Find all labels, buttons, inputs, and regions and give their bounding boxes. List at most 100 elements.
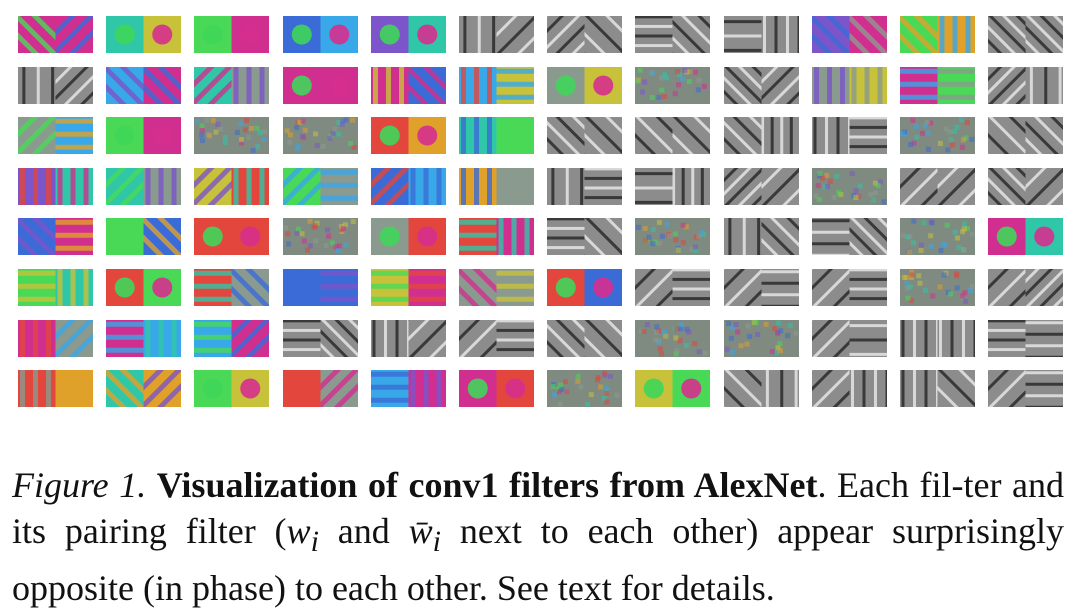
filter-pair-image	[106, 269, 182, 306]
filter-pair	[194, 269, 270, 306]
filter-pair	[282, 269, 358, 306]
filter-pair-image	[723, 167, 799, 205]
filter-pair-image	[282, 370, 358, 408]
filter-pair-image	[106, 319, 182, 357]
filter-pair-image	[106, 117, 182, 155]
filter-pair	[459, 218, 534, 256]
filter-pair	[106, 370, 182, 408]
filter-pair-image	[988, 218, 1064, 256]
filter-pair	[547, 167, 623, 205]
filter-pair	[370, 269, 446, 306]
filter-pair-image	[194, 218, 270, 256]
filter-pair	[18, 218, 93, 256]
filter-pair	[635, 218, 711, 256]
filter-pair	[988, 117, 1064, 155]
filter-pair	[459, 117, 534, 155]
filter-pair-image	[18, 319, 93, 357]
filter-pair-image	[988, 66, 1064, 104]
filter-pair-image	[370, 66, 446, 104]
filter-pair	[18, 370, 93, 408]
filter-pair	[635, 370, 711, 408]
filter-pair	[723, 66, 799, 104]
filter-pair	[282, 16, 358, 53]
filter-pair-image	[988, 117, 1064, 155]
filter-pair	[370, 319, 446, 357]
filter-pair-image	[547, 319, 623, 357]
filter-pair	[459, 319, 534, 357]
filter-pair	[723, 218, 799, 256]
filter-pair	[370, 66, 446, 104]
filter-pair	[18, 117, 93, 155]
filter-pair-image	[547, 66, 623, 104]
filter-pair-image	[723, 319, 799, 357]
filter-pair-image	[194, 319, 270, 357]
filter-pair-image	[459, 218, 534, 256]
caption-text-1: . Each fil-ter and its pairing filter (	[12, 465, 1065, 551]
filter-pair-image	[988, 167, 1064, 205]
filter-pair	[459, 269, 534, 306]
filter-pair	[547, 370, 623, 408]
filter-pair	[988, 269, 1064, 306]
filter-pair	[900, 370, 975, 408]
filter-pair-image	[988, 16, 1064, 53]
filter-pair	[370, 370, 446, 408]
filter-pair-image	[106, 370, 182, 408]
filter-pair	[370, 117, 446, 155]
filter-pair-image	[459, 269, 534, 306]
filter-pair	[723, 16, 799, 53]
filter-pair-image	[547, 16, 623, 53]
filter-pair	[988, 16, 1064, 53]
filter-pair	[547, 269, 623, 306]
filter-pair	[635, 167, 711, 205]
filter-pair	[811, 167, 887, 205]
filter-pair-image	[635, 167, 711, 205]
math-wbar: w̄	[408, 511, 433, 551]
filter-pair-image	[459, 66, 534, 104]
filter-pair-image	[18, 16, 93, 53]
filter-pair-image	[106, 167, 182, 205]
filter-pair	[988, 370, 1064, 408]
math-w: w	[286, 511, 311, 551]
filter-pair	[988, 218, 1064, 256]
filter-pair	[547, 16, 623, 53]
filter-pair	[18, 66, 93, 104]
filter-pair	[194, 319, 270, 357]
filter-pair-image	[723, 370, 799, 408]
filter-pair-image	[370, 370, 446, 408]
filter-pair-image	[900, 167, 975, 205]
filter-pair-image	[723, 269, 799, 306]
filter-pair-image	[811, 167, 887, 205]
filter-pair-image	[900, 117, 975, 155]
filter-pair-image	[194, 117, 270, 155]
filter-pair-image	[811, 16, 887, 53]
filter-pair-image	[282, 117, 358, 155]
filter-pair	[811, 66, 887, 104]
filter-pair-image	[547, 117, 623, 155]
caption-and: and	[318, 511, 409, 551]
filter-pair	[106, 66, 182, 104]
filter-pair	[106, 319, 182, 357]
filter-pair-image	[900, 319, 975, 357]
filter-pair	[547, 218, 623, 256]
filter-pair	[459, 16, 534, 53]
filter-pair-image	[18, 218, 93, 256]
filter-pair	[811, 117, 887, 155]
filter-pair	[900, 218, 975, 256]
filter-pair-image	[900, 370, 975, 408]
filter-pair	[194, 117, 270, 155]
filter-pair	[988, 319, 1064, 357]
filter-pair-image	[370, 117, 446, 155]
filter-pair-image	[811, 269, 887, 306]
filter-pair	[723, 319, 799, 357]
filter-pair	[194, 16, 270, 53]
filter-pair	[988, 167, 1064, 205]
filter-pair	[106, 269, 182, 306]
filter-pair	[811, 16, 887, 53]
filter-pair-image	[723, 66, 799, 104]
filter-pair	[282, 66, 358, 104]
filter-pair	[723, 117, 799, 155]
filter-pair	[635, 117, 711, 155]
filter-pair	[900, 117, 975, 155]
filter-pair-image	[635, 117, 711, 155]
filter-pair-image	[18, 66, 93, 104]
